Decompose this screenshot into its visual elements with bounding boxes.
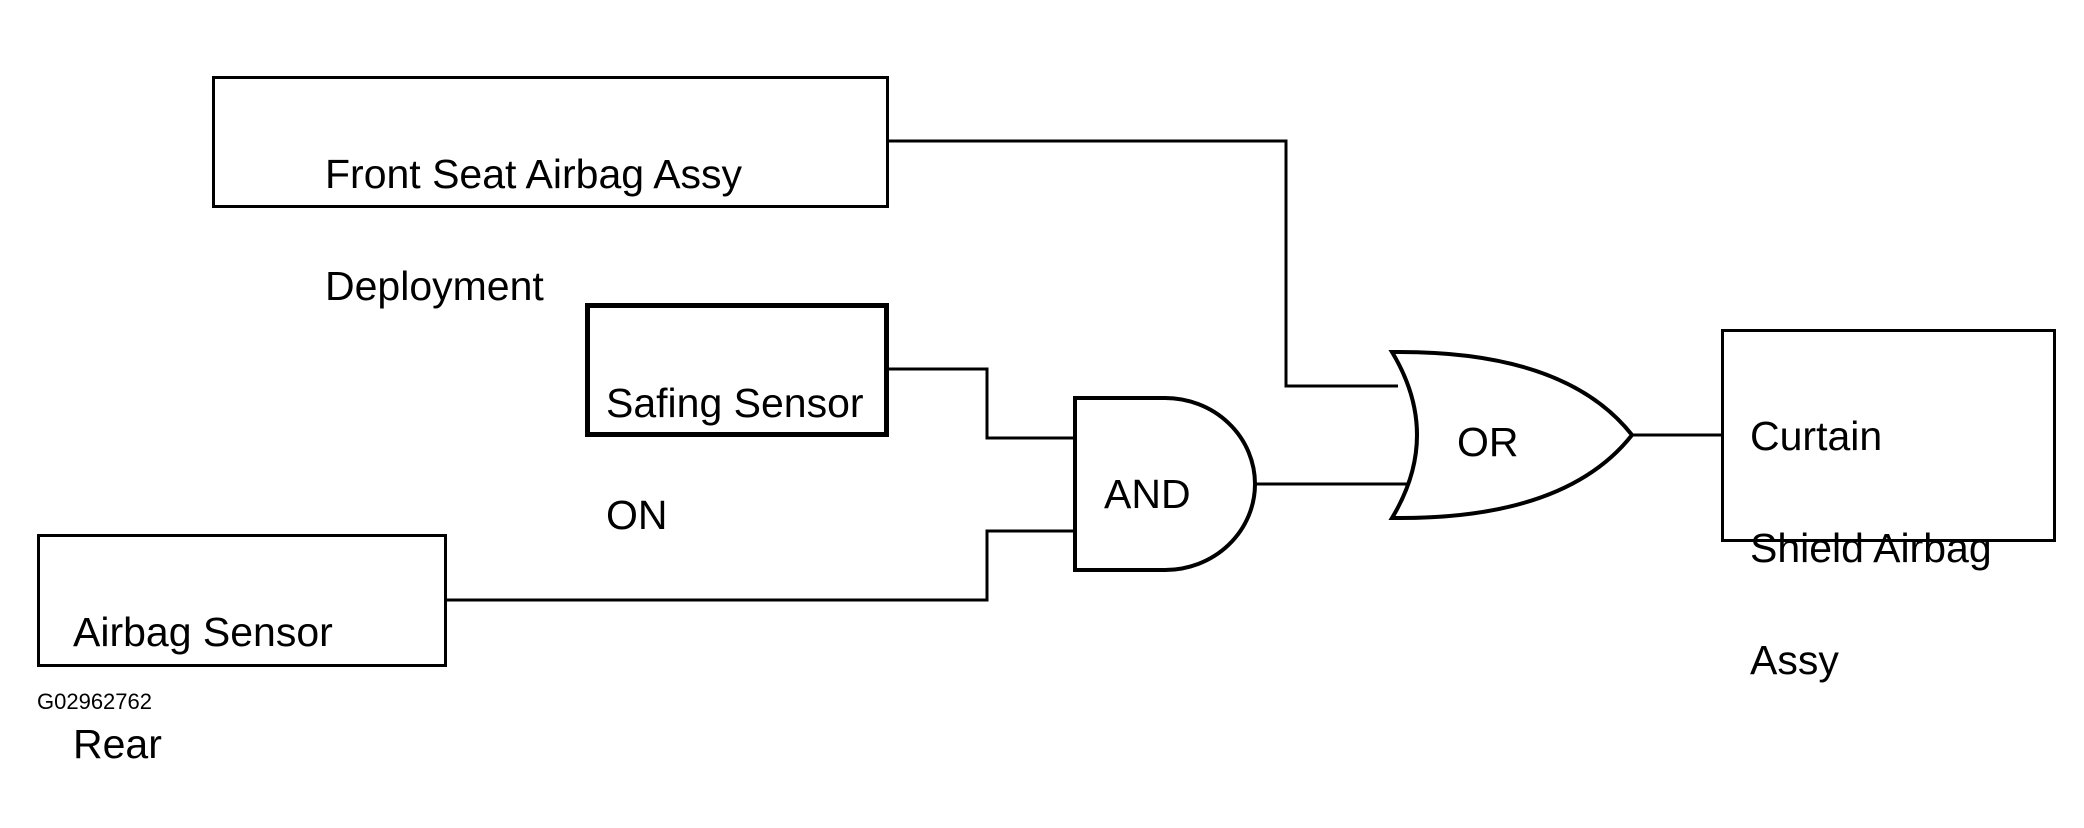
- safing-sensor-label: Safing Sensor ON: [606, 319, 864, 599]
- front-seat-airbag-line2: Deployment: [325, 263, 544, 309]
- wire-safing-sensor-to-and: [889, 367, 1075, 440]
- and-gate-label: AND: [1104, 471, 1191, 517]
- safing-sensor-line1: Safing Sensor: [606, 380, 864, 426]
- or-gate-shape: [1388, 349, 1635, 521]
- safing-sensor-block: Safing Sensor ON: [585, 303, 889, 538]
- airbag-sensor-rear-block: Airbag Sensor Rear: [37, 534, 447, 767]
- front-seat-airbag-block: Front Seat Airbag Assy Deployment: [212, 76, 889, 309]
- or-gate-label: OR: [1457, 419, 1519, 465]
- airbag-sensor-rear-line1: Airbag Sensor: [73, 609, 333, 655]
- curtain-shield-airbag-block: Curtain Shield Airbag Assy: [1721, 329, 2056, 683]
- and-gate-shape: [1073, 396, 1257, 572]
- safing-sensor-line2: ON: [606, 492, 668, 538]
- curtain-shield-line3: Assy: [1750, 637, 1839, 683]
- logic-diagram: Front Seat Airbag Assy Deployment Safing…: [37, 76, 2056, 767]
- curtain-shield-airbag-label: Curtain Shield Airbag Assy: [1750, 352, 1992, 744]
- connection-wires: [445, 139, 1723, 602]
- curtain-shield-line2: Shield Airbag: [1750, 525, 1992, 571]
- wire-airbag-sensor-to-and: [445, 529, 1075, 602]
- front-seat-airbag-line1: Front Seat Airbag Assy: [325, 151, 743, 197]
- airbag-sensor-rear-line2: Rear: [73, 721, 162, 767]
- wire-front-seat-to-or: [889, 139, 1398, 388]
- front-seat-airbag-label: Front Seat Airbag Assy Deployment: [325, 90, 742, 370]
- figure-id-caption: G02962762: [37, 689, 152, 714]
- airbag-sensor-rear-label: Airbag Sensor Rear: [73, 548, 333, 828]
- curtain-shield-line1: Curtain: [1750, 413, 1883, 459]
